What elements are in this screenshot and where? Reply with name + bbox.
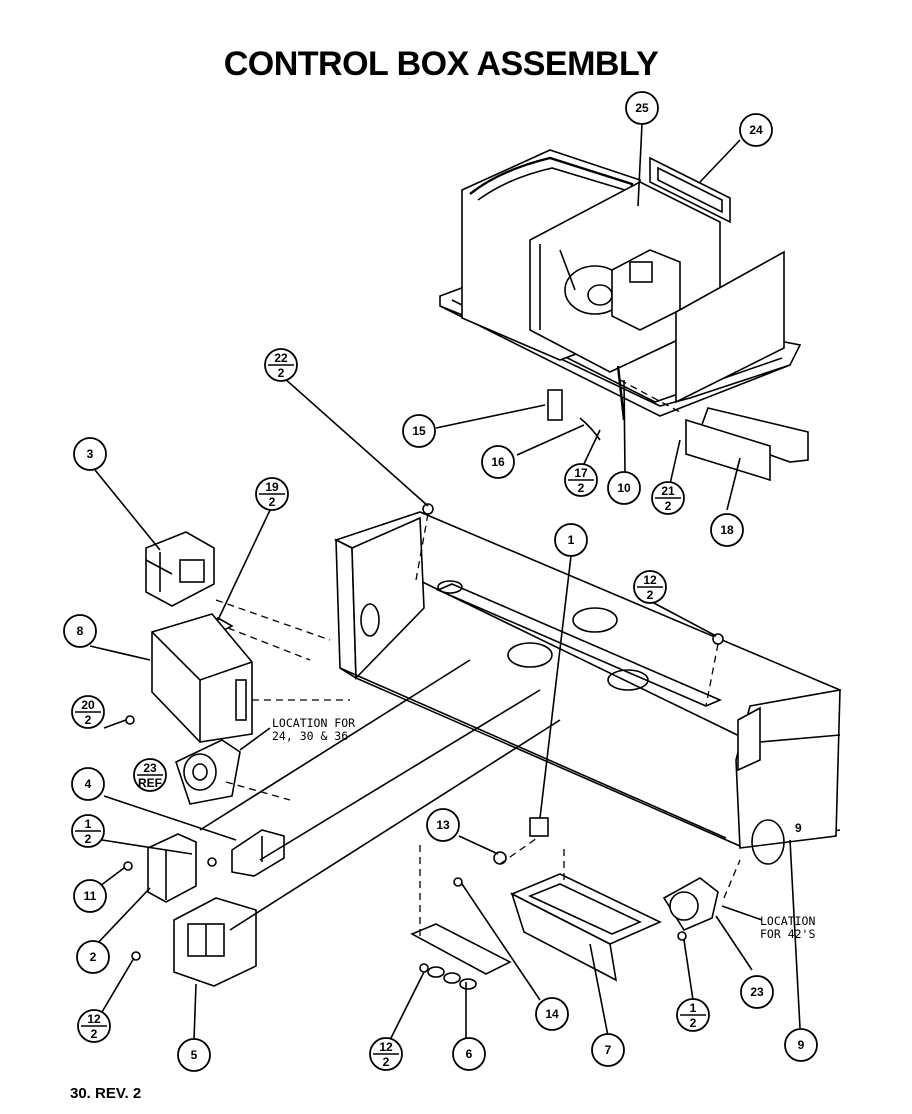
callout-denominator: 2 [91, 1027, 98, 1041]
relay-4-drawing [231, 829, 285, 877]
callout-numerator: 20 [81, 698, 95, 712]
contactor-5-drawing [173, 897, 257, 987]
callout-12c: 122 [369, 1037, 403, 1071]
callout-25: 25 [625, 91, 659, 125]
callout-number: 24 [749, 123, 763, 137]
callout-numerator: 1 [690, 1001, 697, 1015]
callout-15: 15 [402, 414, 436, 448]
callout-number: 3 [87, 447, 94, 461]
callout-14: 14 [535, 997, 569, 1031]
callout-number: 5 [191, 1048, 198, 1062]
callout-numerator: 12 [87, 1012, 101, 1026]
svg-text:24, 30 & 36: 24, 30 & 36 [272, 729, 348, 743]
callout-denominator: 2 [383, 1055, 390, 1069]
location-note-large-units: LOCATION FOR 42'S [760, 914, 815, 941]
callout-5: 5 [177, 1038, 211, 1072]
callout-denominator: REF [138, 776, 162, 790]
callout-number: 4 [85, 777, 92, 791]
diagram-title: CONTROL BOX ASSEMBLY [224, 45, 659, 83]
callout-denominator: 2 [269, 495, 276, 509]
capacitor-2-drawing [147, 833, 197, 903]
svg-text:FOR 42'S: FOR 42'S [760, 927, 815, 941]
switch-23-ref-drawing [175, 739, 241, 805]
callout-number: 2 [90, 950, 97, 964]
callout-numerator: 22 [274, 351, 288, 365]
callout-number: 16 [491, 455, 505, 469]
callout-19: 192 [255, 477, 289, 511]
callout-number: 25 [635, 101, 649, 115]
callout-numerator: 12 [379, 1040, 393, 1054]
callout-numerator: 17 [574, 466, 588, 480]
callout-numerator: 23 [143, 761, 157, 775]
callout-numerator: 1 [85, 817, 92, 831]
callout-denominator: 2 [85, 832, 92, 846]
callout-6: 6 [452, 1037, 486, 1071]
callout-20: 202 [71, 695, 105, 729]
callout-denominator: 2 [85, 713, 92, 727]
control-box-housing-drawing: 9 [333, 511, 841, 865]
callout-16: 16 [481, 445, 515, 479]
switch-23-drawing [662, 877, 719, 932]
svg-text:LOCATION FOR: LOCATION FOR [272, 716, 355, 730]
assembly-lines [199, 513, 741, 936]
callout-number: 11 [84, 889, 97, 903]
callout-24: 24 [739, 113, 773, 147]
callout-22: 222 [264, 348, 298, 382]
unit-cabinet-drawing [439, 149, 809, 482]
callout-1: 1 [554, 523, 588, 557]
callout-4: 4 [71, 767, 105, 801]
callout-2: 2 [76, 940, 110, 974]
callout-12b: 122 [77, 1009, 111, 1043]
callout-number: 10 [617, 481, 631, 495]
callout-1b: 12 [71, 814, 105, 848]
part-label-9: 9 [795, 821, 802, 835]
svg-text:LOCATION: LOCATION [760, 914, 815, 928]
revision-label: 30. REV. 2 [70, 1085, 141, 1102]
callout-denominator: 2 [690, 1016, 697, 1030]
terminal-strip-6-drawing [410, 923, 512, 990]
callout-11: 11 [73, 879, 107, 913]
callout-number: 6 [466, 1047, 473, 1061]
callout-1c: 12 [676, 998, 710, 1032]
relay-mount-1-drawing [529, 817, 549, 837]
callout-denominator: 2 [665, 499, 672, 513]
callout-numerator: 19 [265, 480, 279, 494]
control-board-8-drawing [151, 613, 253, 743]
callout-18: 18 [710, 513, 744, 547]
callout-numerator: 21 [661, 484, 675, 498]
callout-number: 7 [605, 1043, 612, 1057]
callout-number: 18 [720, 523, 734, 537]
callout-10: 10 [607, 471, 641, 505]
callout-number: 1 [568, 533, 575, 547]
leader-lines [89, 123, 801, 1041]
callout-8: 8 [63, 614, 97, 648]
callout-3: 3 [73, 437, 107, 471]
callout-denominator: 2 [647, 588, 654, 602]
callout-13: 13 [426, 808, 460, 842]
callout-number: 15 [412, 424, 426, 438]
screws [123, 503, 724, 973]
callout-number: 13 [436, 818, 450, 832]
callout-17: 172 [564, 463, 598, 497]
callout-7: 7 [591, 1033, 625, 1067]
callout-21: 212 [651, 481, 685, 515]
callout-12a: 122 [633, 570, 667, 604]
callout-denominator: 2 [578, 481, 585, 495]
location-note-small-units: LOCATION FOR 24, 30 & 36 [272, 716, 355, 743]
callout-denominator: 2 [278, 366, 285, 380]
callout-numerator: 12 [643, 573, 657, 587]
cover-7-drawing [510, 873, 662, 982]
transformer-3-drawing [145, 531, 215, 607]
callout-9: 9 [784, 1028, 818, 1062]
callout-number: 9 [798, 1038, 805, 1052]
callout-number: 23 [750, 985, 764, 999]
callout-number: 14 [545, 1007, 559, 1021]
callout-number: 8 [77, 624, 84, 638]
callout-23b: 23 [740, 975, 774, 1009]
